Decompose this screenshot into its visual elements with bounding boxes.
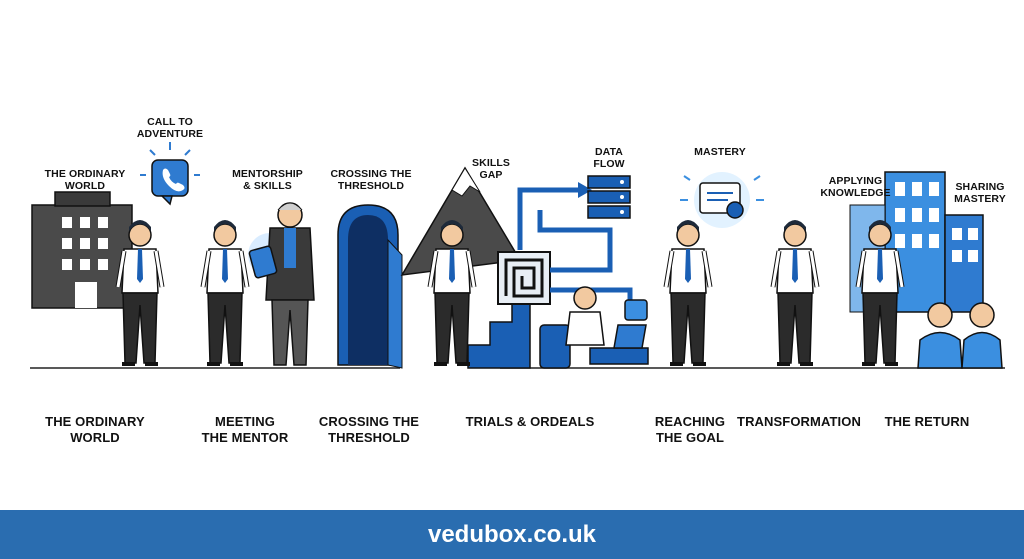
mastery-certificate-icon xyxy=(680,172,764,228)
label-crossing-top: CROSSING THE THRESHOLD xyxy=(330,168,412,193)
stage-meeting-mentor: MEETING THE MENTOR xyxy=(201,414,289,445)
hero-goal xyxy=(666,220,710,366)
hero-mentee xyxy=(203,220,247,366)
label-sharing-mastery: SHARING MASTERY xyxy=(954,181,1006,206)
label-ordinary-world-top: THE ORDINARY WORLD xyxy=(44,168,126,193)
heros-journey-illustration xyxy=(30,142,1005,369)
arrow-head-icon xyxy=(578,182,592,198)
phone-call-icon xyxy=(140,142,200,206)
stage-reaching-goal: REACHING THE GOAL xyxy=(654,414,726,445)
maze-icon xyxy=(497,251,551,305)
server-icon xyxy=(587,175,631,219)
footer-bar: vedubox.co.uk xyxy=(0,510,1024,559)
label-skills-gap: SKILLS GAP xyxy=(472,157,510,182)
threshold-door xyxy=(337,204,403,369)
label-mentorship: MENTORSHIP & SKILLS xyxy=(232,168,303,193)
stage-trials-ordeals: TRIALS & ORDEALS xyxy=(465,414,595,429)
label-data-flow: DATA FLOW xyxy=(593,146,625,171)
stage-the-return: THE RETURN xyxy=(884,414,970,429)
stage-ordinary-world: THE ORDINARY WORLD xyxy=(45,414,145,445)
stage-crossing-threshold: CROSSING THE THRESHOLD xyxy=(318,414,420,445)
office-building xyxy=(31,191,133,309)
label-applying-knowledge: APPLYING KNOWLEDGE xyxy=(820,175,891,200)
audience xyxy=(917,302,1003,369)
footer-site-link[interactable]: vedubox.co.uk xyxy=(427,520,597,548)
label-mastery: MASTERY xyxy=(694,146,746,158)
mentor-figure xyxy=(248,202,315,366)
label-call-to-adventure: CALL TO ADVENTURE xyxy=(136,116,204,141)
hero-transform xyxy=(773,220,817,366)
worker-at-laptop xyxy=(539,286,649,369)
stairs xyxy=(467,299,531,369)
stage-transformation: TRANSFORMATION xyxy=(737,414,861,429)
